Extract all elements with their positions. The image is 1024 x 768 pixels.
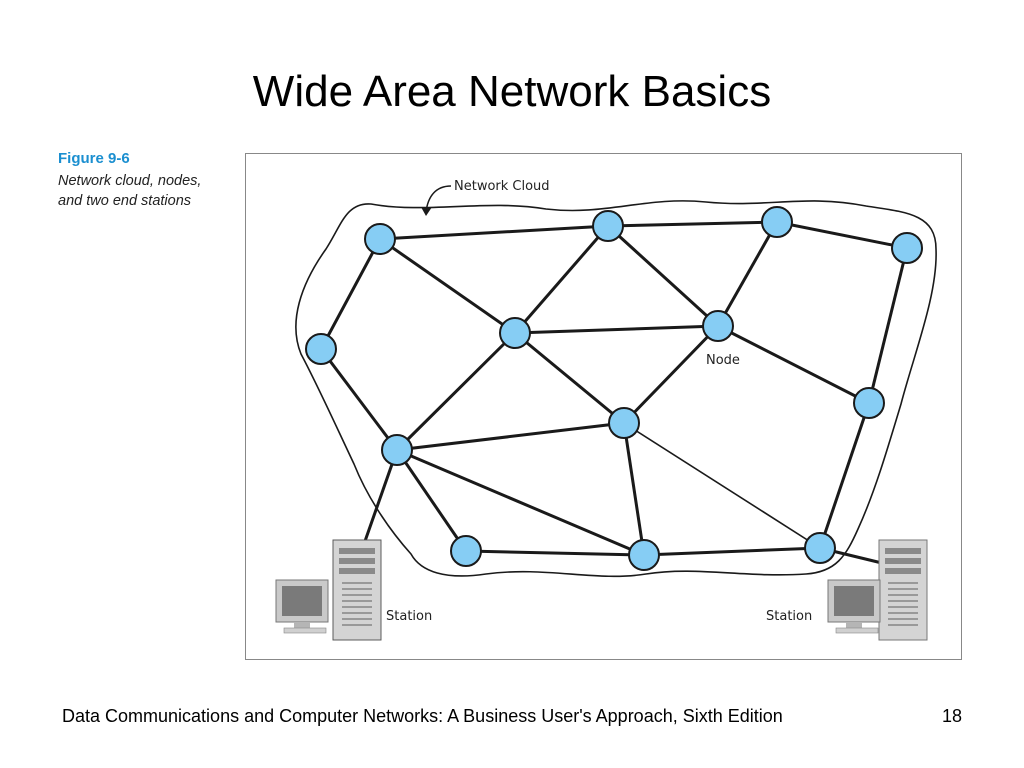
network-diagram-svg: Network Cloud: [275, 179, 937, 641]
node: [761, 206, 793, 238]
link: [379, 237, 516, 335]
link-thin: [623, 422, 821, 549]
figure-number: Figure 9-6: [58, 150, 130, 167]
node: [499, 317, 531, 349]
link: [319, 238, 382, 350]
network-cloud-label: Network Cloud: [454, 179, 550, 194]
page-number: 18: [941, 706, 962, 726]
figure-caption: Figure 9-6 Network cloud, nodes, and two…: [58, 150, 238, 212]
server-tower-icon: [332, 539, 382, 641]
link: [818, 402, 871, 549]
node: [450, 535, 482, 567]
link: [607, 220, 778, 228]
link: [396, 448, 645, 557]
node: [804, 532, 836, 564]
link: [395, 449, 468, 552]
network-nodes: [305, 206, 923, 571]
link: [514, 324, 719, 335]
network-diagram: Network Cloud: [245, 153, 962, 660]
link: [643, 546, 821, 557]
node: [628, 539, 660, 571]
server-tower-icon: [878, 539, 928, 641]
link: [776, 220, 908, 250]
network-links: [319, 220, 909, 566]
figure-caption-text: Network cloud, nodes, and two end statio…: [58, 171, 238, 212]
network-cloud-outline: [295, 200, 937, 578]
link: [396, 421, 625, 452]
link: [606, 224, 720, 328]
station-right: Station: [766, 539, 928, 641]
node-label: Node: [706, 353, 740, 368]
link: [379, 224, 609, 241]
link: [717, 324, 870, 405]
link: [867, 247, 909, 404]
node: [305, 333, 337, 365]
link: [395, 331, 517, 452]
slide-footer: Data Communications and Computer Network…: [62, 706, 783, 726]
monitor-icon: [275, 579, 329, 634]
link: [514, 331, 625, 425]
link: [716, 221, 779, 327]
link: [513, 225, 610, 334]
station-left-label: Station: [386, 609, 432, 624]
node: [592, 210, 624, 242]
link: [622, 422, 646, 556]
station-right-label: Station: [766, 609, 812, 624]
node: [608, 407, 640, 439]
link: [319, 348, 399, 451]
caption-line-1: Network cloud, nodes,: [58, 173, 202, 189]
node: [891, 232, 923, 264]
node: [853, 387, 885, 419]
node: [364, 223, 396, 255]
link: [465, 549, 645, 557]
slide-title: Wide Area Network Basics: [252, 67, 772, 116]
cloud-arrowhead: [421, 207, 432, 216]
node: [702, 310, 734, 342]
link: [622, 324, 720, 425]
station-left: Station: [275, 539, 432, 641]
caption-line-2: and two end stations: [58, 193, 192, 210]
monitor-icon: [827, 579, 881, 634]
node: [381, 434, 413, 466]
link: [362, 449, 399, 545]
